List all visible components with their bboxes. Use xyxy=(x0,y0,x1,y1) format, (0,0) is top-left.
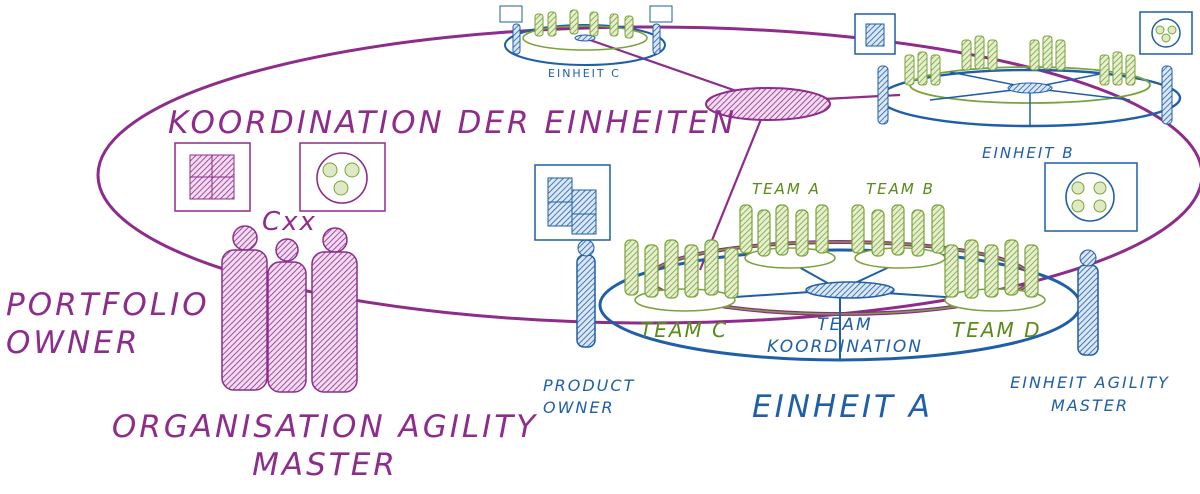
product-owner-figure xyxy=(576,254,596,348)
eam-line2: MASTER xyxy=(1051,396,1129,415)
coordination-disc xyxy=(705,87,831,121)
einheit-agility-master-figure xyxy=(1077,264,1099,356)
backlog-cubes-icon xyxy=(534,164,611,241)
cxx-group-figures xyxy=(221,225,358,393)
organisation-ring xyxy=(96,25,1200,325)
org-agility-line2: MASTER xyxy=(252,447,398,483)
team-c-label: TEAM C xyxy=(640,318,729,342)
org-agility-line1: ORGANISATION AGILITY xyxy=(111,409,539,445)
einheit-b-label: EINHEIT B xyxy=(982,144,1075,162)
team-koordination-line1: TEAM xyxy=(817,315,873,335)
team-a-label: TEAM A xyxy=(752,180,821,198)
einheit-a-label: EINHEIT A xyxy=(752,389,933,425)
team-coordination-disc xyxy=(805,281,895,299)
eam-line1: EINHEIT AGILITY xyxy=(1010,373,1170,392)
portfolio-owner-line1: PORTFOLIO xyxy=(6,287,210,323)
team-cycle-icon xyxy=(1044,162,1138,232)
coordination-label: KOORDINATION DER EINHEITEN xyxy=(168,105,738,141)
unit-c xyxy=(499,5,673,66)
team-d-label: TEAM D xyxy=(952,318,1042,342)
team-b-label: TEAM B xyxy=(866,180,935,198)
portfolio-cycle-icon xyxy=(299,142,386,212)
portfolio-owner-line2: OWNER xyxy=(6,325,141,361)
team-koordination-line2: KOORDINATION xyxy=(767,337,923,357)
product-owner-line1: PRODUCT xyxy=(543,376,636,395)
portfolio-backlog-icon xyxy=(174,142,251,212)
unit-a xyxy=(534,162,1138,362)
unit-b xyxy=(854,11,1193,128)
product-owner-line2: OWNER xyxy=(543,398,615,417)
einheit-c-label: EINHEIT C xyxy=(548,67,621,80)
cxx-label: Cxx xyxy=(262,207,317,237)
